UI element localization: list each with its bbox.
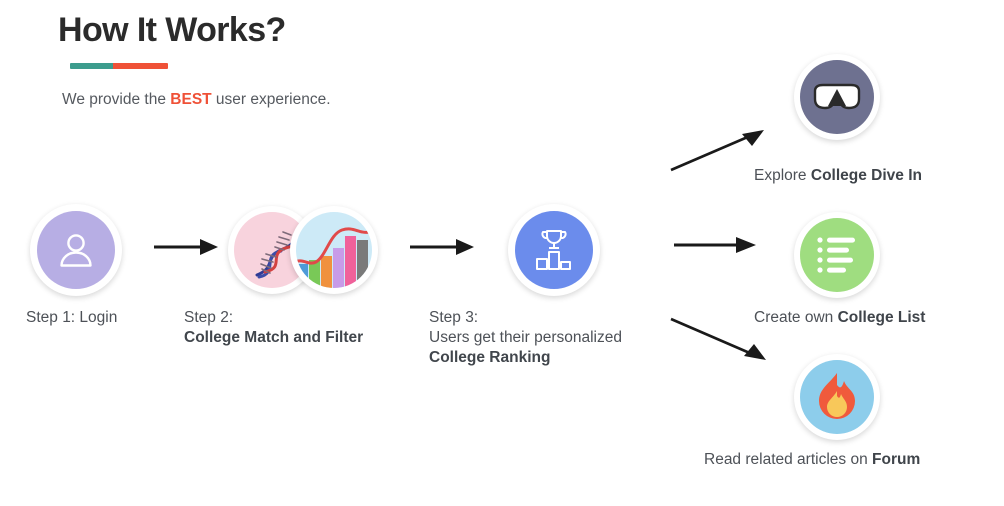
step-2-chart-circle-inner [296,212,372,288]
arrow-step1-to-step2 [152,234,220,265]
user-avatar-icon [60,234,92,267]
step-2-caption-line-1: Step 2: [184,309,234,326]
arrow-right-icon [674,237,756,253]
outcome-dive-caption-bold: College Dive In [810,167,922,184]
bulleted-list-icon [817,237,855,273]
step-2-icon-group [228,204,380,296]
outcome-list-circle [794,212,880,298]
arrow-right-icon [154,239,218,255]
step-3-caption-line-2: Users get their personalized [429,329,622,346]
outcome-forum-circle-inner [800,360,874,434]
arrow-right-icon [410,239,474,255]
step-3-caption-line-1: Step 3: [429,309,479,326]
step-3-caption-line-3: College Ranking [429,349,551,366]
diving-mask-icon [813,83,861,110]
step-2-caption-line-2: College Match and Filter [184,329,364,346]
title-divider [70,63,168,69]
step-2-node[interactable]: Step 2: College Match and Filter [184,204,380,348]
step-3-node[interactable]: Step 3: Users get their personalized Col… [429,204,622,368]
page-title: How It Works? [58,11,286,49]
outcome-forum[interactable]: Read related articles on Forum [704,354,920,468]
flame-icon [819,373,855,419]
step-2-caption: Step 2: College Match and Filter [184,308,380,348]
outcome-dive-circle [794,54,880,140]
outcome-list-caption: Create own College List [754,308,925,328]
bar-chart-icon [296,227,372,288]
outcome-forum-circle [794,354,880,440]
arrow-step3-to-list [672,232,758,263]
step-2-chart-circle [290,206,378,294]
outcome-list-caption-prefix: Create own [754,309,838,326]
subtitle-text-before: We provide the [62,91,171,108]
title-divider-left-segment [70,63,114,69]
outcome-forum-caption: Read related articles on Forum [704,450,920,470]
outcome-college-list[interactable]: Create own College List [754,212,925,326]
outcome-college-dive-in[interactable]: Explore College Dive In [754,54,922,184]
subtitle: We provide the BEST user experience. [62,90,478,110]
outcome-forum-caption-bold: Forum [872,451,921,468]
outcome-list-circle-inner [800,218,874,292]
arrow-step3-to-forum [668,314,772,369]
step-3-circle [508,204,600,296]
step-1-caption: Step 1: Login [26,308,122,328]
step-1-node[interactable]: Step 1: Login [26,204,122,328]
arrow-step2-to-step3 [408,234,476,265]
outcome-dive-caption-prefix: Explore [754,167,811,184]
outcome-forum-caption-prefix: Read related articles on [704,451,873,468]
arrow-up-right-icon [670,130,764,172]
step-3-caption: Step 3: Users get their personalized Col… [429,308,622,368]
subtitle-text-after: user experience. [211,91,331,108]
step-1-circle [30,204,122,296]
subtitle-accent-best: BEST [170,91,212,108]
outcome-dive-circle-inner [800,60,874,134]
arrow-step3-to-dive [668,128,768,179]
header-block: How It Works? We provide the BEST user e… [58,8,478,110]
trophy-podium-icon [536,230,571,270]
arrow-down-right-icon [670,317,766,360]
title-divider-right-segment [113,63,168,69]
step-3-circle-inner [515,211,593,289]
outcome-list-caption-bold: College List [837,309,926,326]
step-1-caption-line-1: Step 1: Login [26,309,118,326]
step-1-circle-inner [37,211,115,289]
outcome-dive-caption: Explore College Dive In [754,166,922,186]
